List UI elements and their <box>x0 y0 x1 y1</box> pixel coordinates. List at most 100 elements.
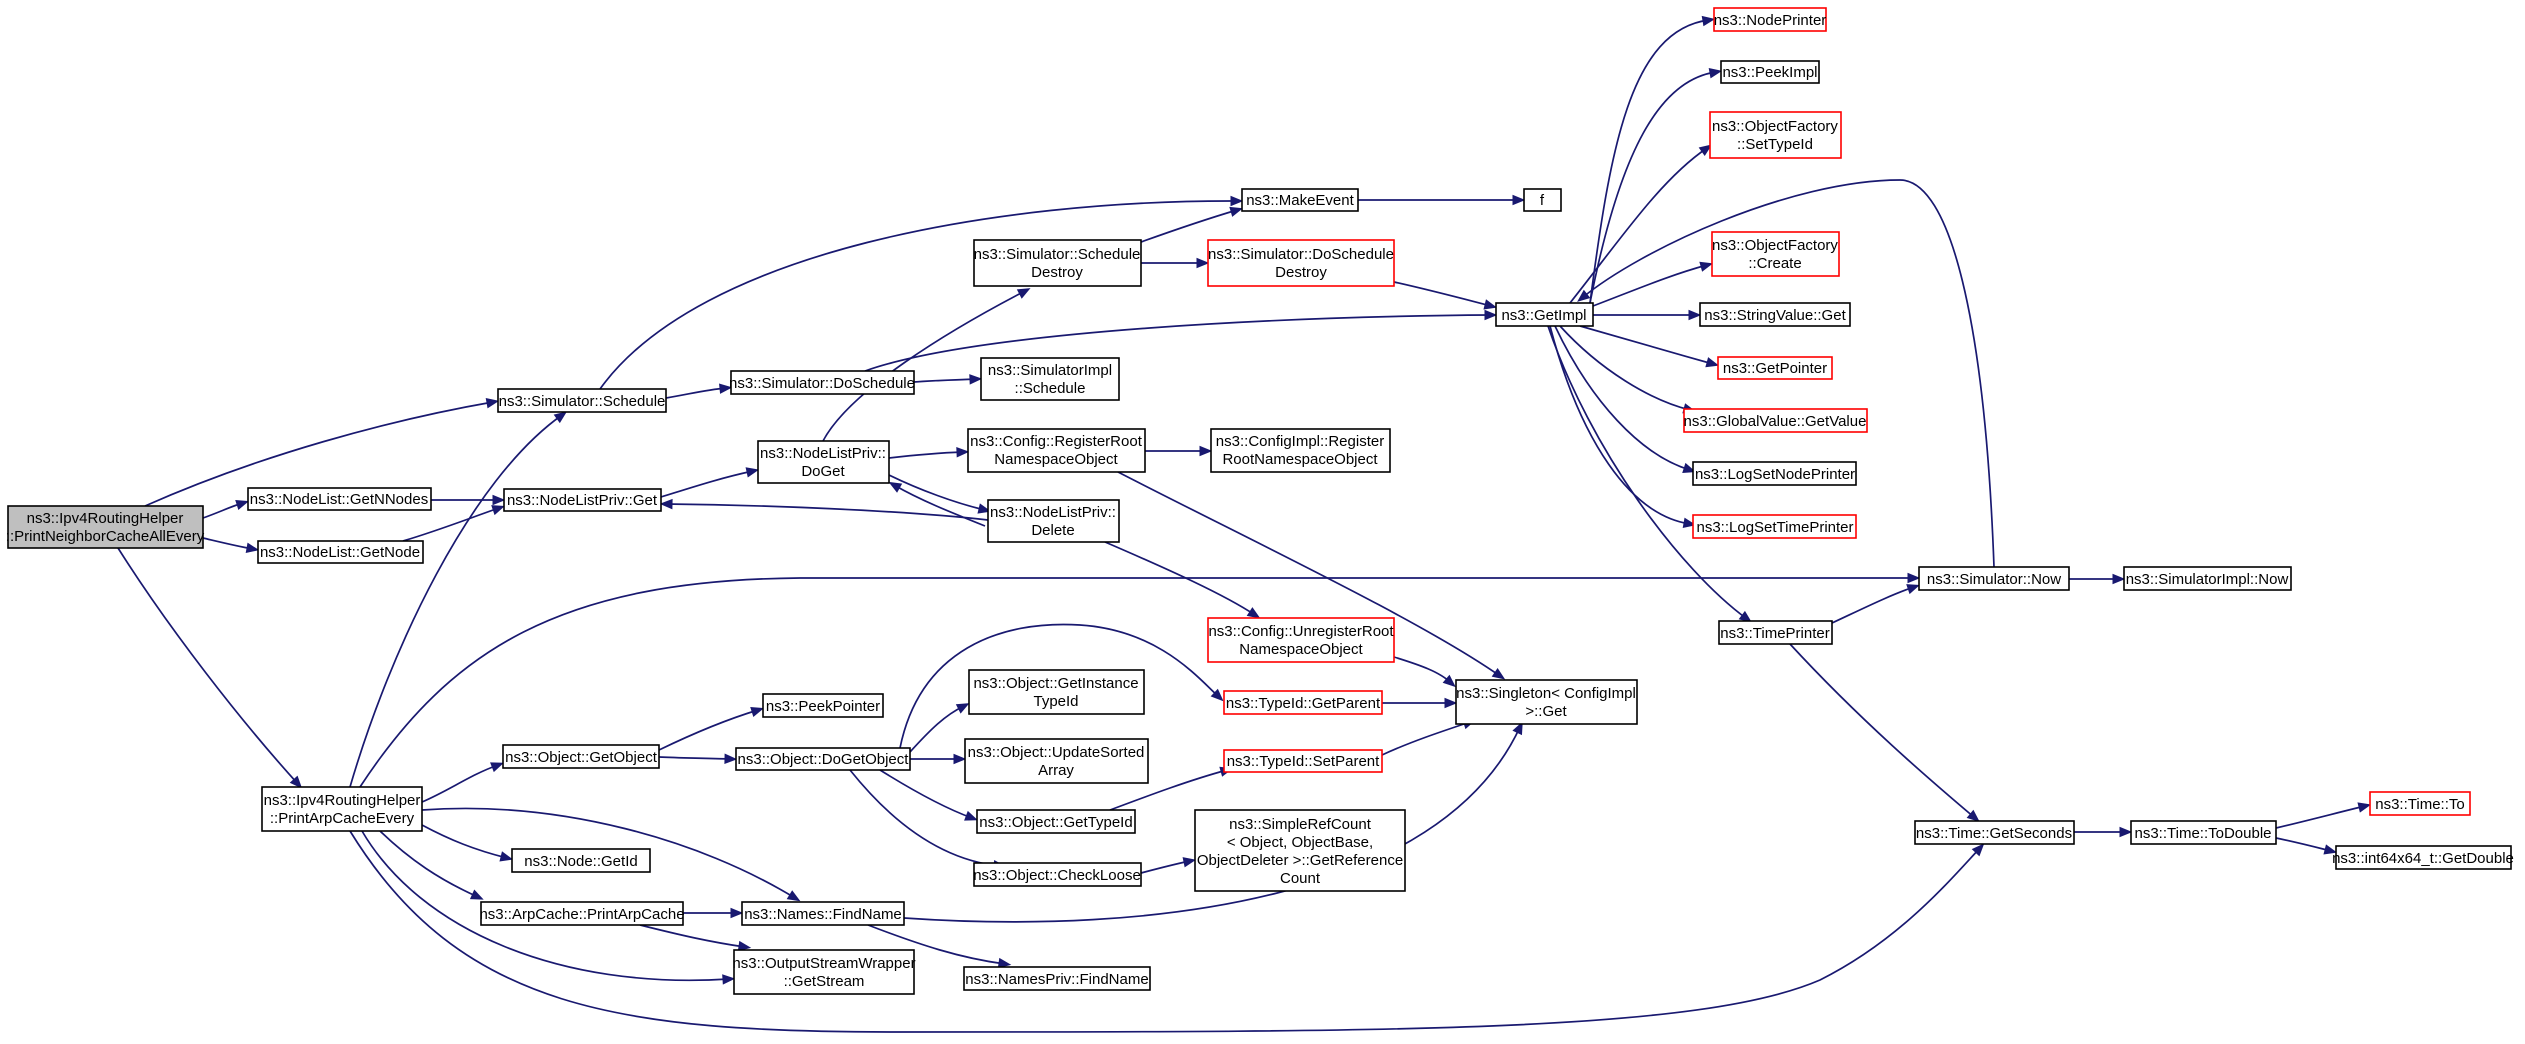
node-simulator-doscheduledestroy[interactable]: ns3::Simulator::DoSchedule Destroy <box>1207 239 1395 287</box>
call-edge-line <box>421 824 508 859</box>
call-edge <box>665 383 733 399</box>
node-f[interactable]: f <box>1523 188 1562 212</box>
call-edge-arrowhead <box>490 762 504 773</box>
node-ipv4routinghelper-printneighborcacheallevery[interactable]: ns3::Ipv4RoutingHelper ::PrintNeighborCa… <box>6 505 205 549</box>
node-nodelist-getnode[interactable]: ns3::NodeList::GetNode <box>257 540 424 564</box>
node-simplerefcount-getreferencecount[interactable]: ns3::SimpleRefCount < Object, ObjectBase… <box>1194 809 1406 892</box>
call-edge <box>1577 179 1995 568</box>
node-object-getinstancetypeid[interactable]: ns3::Object::GetInstance TypeId <box>968 669 1145 715</box>
node-simulator-doschedule[interactable]: ns3::Simulator::DoSchedule <box>729 370 915 395</box>
node-label: DoGet <box>801 463 845 480</box>
node-typeid-setparent[interactable]: ns3::TypeId::SetParent <box>1223 749 1383 773</box>
call-edge-arrowhead <box>1688 309 1702 321</box>
node-config-unregisterroot[interactable]: ns3::Config::UnregisterRoot NamespaceObj… <box>1207 617 1395 663</box>
call-edge <box>1789 643 1980 823</box>
node-logsettimeprinter[interactable]: ns3::LogSetTimePrinter <box>1692 514 1857 539</box>
node-nodelist-getnnodes[interactable]: ns3::NodeList::GetNNodes <box>247 487 432 511</box>
node-outputstreamwrapper-getstream[interactable]: ns3::OutputStreamWrapper ::GetStream <box>732 949 916 995</box>
node-simulatorimpl-now[interactable]: ns3::SimulatorImpl::Now <box>2123 566 2292 591</box>
call-edge <box>1393 281 1498 310</box>
call-edge-arrowhead <box>1230 195 1244 207</box>
node-typeid-getparent[interactable]: ns3::TypeId::GetParent <box>1223 690 1383 715</box>
call-edge-line <box>867 924 1006 965</box>
node-label: ns3::GetImpl <box>1501 307 1586 324</box>
node-label: ::PrintNeighborCacheAllEvery <box>6 528 205 545</box>
call-edge-arrowhead <box>1682 517 1697 528</box>
call-edge <box>144 397 500 507</box>
call-edge <box>1589 15 1716 304</box>
call-edge-arrowhead <box>1483 299 1498 310</box>
node-time-todouble[interactable]: ns3::Time::ToDouble <box>2130 820 2277 845</box>
call-edge <box>2073 826 2133 838</box>
node-node-getid[interactable]: ns3::Node::GetId <box>511 848 651 873</box>
node-int64x64-getdouble[interactable]: ns3::int64x64_t::GetDouble <box>2332 845 2514 870</box>
node-peekimpl[interactable]: ns3::PeekImpl <box>1720 60 1820 84</box>
node-label: ns3::ObjectFactory <box>1712 237 1838 254</box>
node-ipv4routinghelper-printarpcacheevery[interactable]: ns3::Ipv4RoutingHelper ::PrintArpCacheEv… <box>261 786 423 832</box>
node-getpointer[interactable]: ns3::GetPointer <box>1717 356 1833 380</box>
call-edge <box>1831 584 1920 624</box>
node-makeevent[interactable]: ns3::MakeEvent <box>1241 188 1359 212</box>
node-objectfactory-create[interactable]: ns3::ObjectFactory ::Create <box>1711 231 1840 277</box>
node-timeprinter[interactable]: ns3::TimePrinter <box>1718 620 1833 645</box>
node-time-getseconds[interactable]: ns3::Time::GetSeconds <box>1914 820 2075 845</box>
call-edge-arrowhead <box>1491 668 1506 680</box>
node-getimpl[interactable]: ns3::GetImpl <box>1495 302 1594 327</box>
call-edge-arrowhead <box>1907 572 1921 584</box>
call-edge-arrowhead <box>2119 826 2133 838</box>
node-object-getobject[interactable]: ns3::Object::GetObject <box>502 744 660 769</box>
call-edge-arrowhead <box>2323 844 2338 855</box>
node-globalvalue-getvalue[interactable]: ns3::GlobalValue::GetValue <box>1683 408 1868 433</box>
call-edge-arrowhead <box>1442 674 1456 688</box>
node-object-updatesortedarray[interactable]: ns3::Object::UpdateSorted Array <box>964 738 1149 784</box>
node-simulator-scheduledestroy[interactable]: ns3::Simulator::Schedule Destroy <box>973 239 1142 287</box>
node-namespriv-findname[interactable]: ns3::NamesPriv::FindName <box>963 966 1151 991</box>
call-edge-line <box>1104 541 1256 616</box>
node-nodelistpriv-get[interactable]: ns3::NodeListPriv::Get <box>503 488 662 512</box>
node-nodelistpriv-doget[interactable]: ns3::NodeListPriv:: DoGet <box>757 440 890 484</box>
node-stringvalue-get[interactable]: ns3::StringValue::Get <box>1699 302 1851 327</box>
node-label: ns3::LogSetNodePrinter <box>1695 466 1855 483</box>
node-names-findname[interactable]: ns3::Names::FindName <box>741 901 905 926</box>
node-nodelistpriv-delete[interactable]: ns3::NodeListPriv:: Delete <box>987 499 1120 543</box>
call-edge-arrowhead <box>499 851 514 862</box>
call-edge-line <box>893 484 986 527</box>
node-object-dogetobject[interactable]: ns3::Object::DoGetObject <box>735 747 911 771</box>
call-edge-line <box>665 503 989 521</box>
call-edge <box>2275 802 2372 829</box>
node-label: < Object, ObjectBase, <box>1227 834 1373 851</box>
node-object-checkloose[interactable]: ns3::Object::CheckLoose <box>973 862 1142 887</box>
call-edge <box>359 572 1921 788</box>
node-object-gettypeid[interactable]: ns3::Object::GetTypeId <box>976 809 1136 834</box>
node-objectfactory-settypeid[interactable]: ns3::ObjectFactory ::SetTypeId <box>1709 111 1842 159</box>
node-label: ns3::ArpCache::PrintArpCache <box>479 906 684 923</box>
call-edge-line <box>421 764 499 803</box>
node-nodeprinter[interactable]: ns3::NodePrinter <box>1713 7 1827 32</box>
node-config-registerroot[interactable]: ns3::Config::RegisterRoot NamespaceObjec… <box>967 428 1146 473</box>
call-edge <box>1358 194 1526 206</box>
node-simulator-now[interactable]: ns3::Simulator::Now <box>1918 566 2070 591</box>
call-edge-line <box>2275 805 2366 829</box>
call-edge <box>1554 325 1696 473</box>
call-edge <box>1592 261 1714 307</box>
node-configimpl-register[interactable]: ns3::ConfigImpl::Register RootNamespaceO… <box>1210 428 1391 473</box>
node-label: ns3::OutputStreamWrapper <box>732 955 915 972</box>
node-label: ns3::NodePrinter <box>1714 12 1827 29</box>
call-edge-arrowhead <box>485 397 500 409</box>
call-edge-line <box>379 830 479 898</box>
node-time-to[interactable]: ns3::Time::To <box>2369 791 2471 816</box>
node-simulatorimpl-schedule[interactable]: ns3::SimulatorImpl ::Schedule <box>980 357 1120 401</box>
call-edge-arrowhead <box>1444 697 1458 709</box>
node-arpcache-printarpcache[interactable]: ns3::ArpCache::PrintArpCache <box>479 901 685 926</box>
call-edge-line <box>144 401 494 507</box>
node-label: NamespaceObject <box>1239 641 1363 658</box>
call-edge-arrowhead <box>1512 721 1523 736</box>
call-edge <box>888 481 986 527</box>
call-edge <box>683 907 744 919</box>
node-label: ns3::PeekPointer <box>766 698 880 715</box>
node-label: ns3::Time::ToDouble <box>2134 825 2271 842</box>
node-singleton-configimpl-get[interactable]: ns3::Singleton< ConfigImpl >::Get <box>1455 679 1638 725</box>
node-peekpointer[interactable]: ns3::PeekPointer <box>762 693 884 718</box>
node-simulator-schedule[interactable]: ns3::Simulator::Schedule <box>497 388 667 413</box>
node-logsetnodeprinter[interactable]: ns3::LogSetNodePrinter <box>1692 461 1857 486</box>
